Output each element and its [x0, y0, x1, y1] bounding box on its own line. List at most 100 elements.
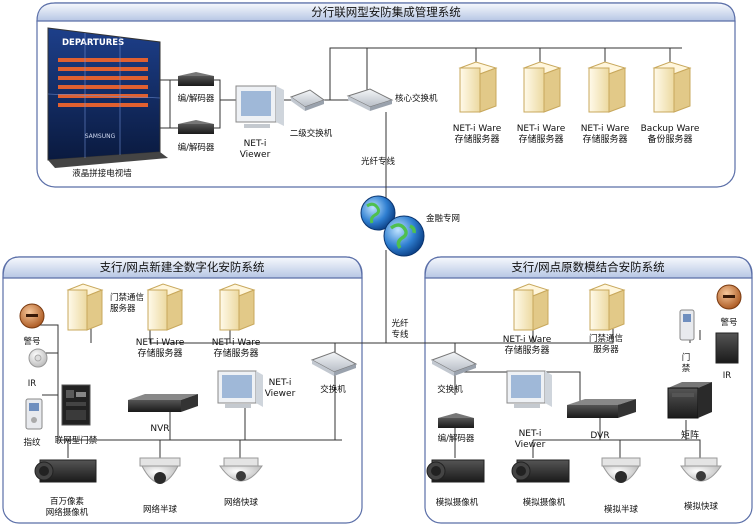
alarm-left-label: 警号: [23, 336, 40, 347]
ir-left: IR: [28, 348, 48, 389]
fiber-mid-label-1: 光纤: [391, 318, 409, 329]
fiber-mid-label-2: 专线: [391, 329, 409, 340]
matrix-label: 矩阵: [681, 429, 699, 441]
fingerprint-reader: 指纹: [23, 398, 43, 448]
access-controller: 联网型门禁: [55, 384, 98, 446]
nvr-left-label: NVR: [150, 424, 169, 434]
server-top-3-label-1: NET-i Ware: [581, 124, 630, 134]
nvr-left: NVR: [128, 394, 198, 434]
analog-camera-1: 模拟摄像机: [426, 459, 485, 508]
server-top-1: NET-i Ware 存储服务器: [453, 61, 502, 145]
panel-left-title: 支行/网点新建全数字化安防系统: [100, 260, 265, 274]
switch-right: 交换机: [430, 351, 478, 395]
server-left-door-label-2: 服务器: [110, 303, 136, 314]
panel-right: 支行/网点原数模结合安防系统: [424, 256, 753, 524]
panel-top: 分行联网型安防集成管理系统: [36, 2, 736, 188]
alarm-right: 警号: [716, 284, 742, 328]
viewer-left-label-2: Viewer: [265, 389, 296, 399]
analog-camera-2: 模拟摄像机: [511, 459, 570, 508]
server-top-2: NET-i Ware 存储服务器: [517, 61, 566, 145]
switch-core: 核心交换机: [346, 88, 438, 111]
analog-speed-label: 模拟快球: [684, 501, 719, 512]
codec-top-1-label: 编/解码器: [178, 93, 215, 104]
ir-right: IR: [715, 332, 739, 381]
server-left-door-label-1: 门禁通信: [110, 292, 145, 303]
server-top-2-label-2: 存储服务器: [518, 133, 563, 145]
fiber-top-label: 光纤专线: [361, 156, 396, 167]
server-right-store-label-1: NET-i Ware: [503, 335, 552, 345]
ir-right-label: IR: [723, 371, 732, 381]
viewer-right-label-2: Viewer: [515, 440, 546, 450]
alarm-right-label: 警号: [720, 317, 737, 328]
server-right-store-label-2: 存储服务器: [504, 344, 549, 356]
analog-dome-label: 模拟半球: [604, 504, 639, 515]
net-speed-dome: 网络快球: [219, 457, 263, 508]
panel-top-title: 分行联网型安防集成管理系统: [311, 5, 461, 19]
switch-left-label: 交换机: [320, 384, 346, 395]
switch-right-label: 交换机: [437, 384, 463, 395]
samsung-brand: SAMSUNG: [85, 133, 116, 140]
access-controller-label: 联网型门禁: [55, 435, 98, 446]
matrix-right: 矩阵: [667, 382, 712, 441]
door-label-2: 禁: [682, 364, 691, 374]
departures-header: DEPARTURES: [62, 38, 124, 48]
door-label-1: 门: [682, 352, 691, 363]
panel-right-title: 支行/网点原数模结合安防系统: [511, 260, 665, 274]
server-top-3-label-2: 存储服务器: [582, 133, 627, 145]
viewer-top-label-1: NET-i: [244, 139, 267, 149]
net-dome-label: 网络半球: [143, 504, 178, 515]
net-dome: 网络半球: [139, 457, 181, 515]
server-top-3: NET-i Ware 存储服务器: [581, 61, 630, 145]
mp-camera-label-2: 网络摄像机: [46, 507, 89, 518]
viewer-left: NET-i Viewer: [217, 370, 296, 408]
server-left-store-2-label-1: NET-i Ware: [212, 338, 261, 348]
server-left-store-2-label-2: 存储服务器: [213, 347, 258, 359]
codec-top-2-label: 编/解码器: [178, 142, 215, 153]
viewer-top-label-2: Viewer: [240, 150, 271, 160]
videowall-caption: 液晶拼接电视墙: [72, 168, 132, 179]
server-top-1-label-1: NET-i Ware: [453, 124, 502, 134]
switch-secondary: 二级交换机: [290, 89, 333, 139]
finance-net-label: 金融专网: [426, 213, 460, 224]
analog-camera-2-label: 模拟摄像机: [523, 497, 566, 508]
viewer-left-label-1: NET-i: [269, 378, 292, 388]
dvr-label: DVR: [590, 431, 609, 441]
switch-core-label: 核心交换机: [395, 93, 438, 104]
mp-camera-label-1: 百万像素: [50, 496, 85, 507]
dvr-right: DVR: [567, 399, 636, 441]
analog-camera-1-label: 模拟摄像机: [436, 497, 479, 508]
server-right-door: 门禁通信 服务器: [588, 283, 626, 355]
analog-dome: 模拟半球: [601, 457, 641, 515]
switch-secondary-label: 二级交换机: [290, 128, 333, 139]
server-top-1-label-2: 存储服务器: [454, 133, 499, 145]
server-left-store-2: NET-i Ware 存储服务器: [212, 283, 261, 359]
server-top-backup-label-1: Backup Ware: [641, 124, 700, 134]
fingerprint-label: 指纹: [23, 437, 41, 448]
viewer-right-label-1: NET-i: [519, 429, 542, 439]
mp-camera: 百万像素 网络摄像机: [34, 459, 97, 518]
server-right-store: NET-i Ware 存储服务器: [503, 283, 552, 356]
video-wall: DEPARTURES SAMSUNG 液晶拼接电视墙: [47, 27, 168, 179]
server-top-backup-label-2: 备份服务器: [647, 133, 692, 145]
codec-top-2: 编/解码器: [178, 120, 215, 153]
server-left-door: 门禁通信 服务器: [66, 283, 145, 331]
viewer-right: NET-i Viewer: [506, 370, 552, 450]
server-right-door-label-1: 门禁通信: [589, 333, 624, 344]
codec-right: 编/解码器: [438, 413, 475, 444]
server-top-2-label-1: NET-i Ware: [517, 124, 566, 134]
viewer-top: NET-i Viewer: [235, 85, 284, 160]
door-reader-right: 门 禁: [679, 309, 695, 374]
globe-icon: [360, 195, 425, 257]
server-top-backup: Backup Ware 备份服务器: [641, 61, 700, 145]
codec-right-label: 编/解码器: [438, 433, 475, 444]
server-left-store-1: NET-i Ware 存储服务器: [136, 283, 185, 359]
codec-top-1: 编/解码器: [178, 72, 215, 104]
switch-left: 交换机: [310, 351, 358, 395]
server-left-store-1-label-2: 存储服务器: [137, 347, 182, 359]
analog-speed-dome: 模拟快球: [680, 457, 722, 512]
net-speed-label: 网络快球: [224, 497, 259, 508]
ir-left-label: IR: [28, 379, 37, 389]
alarm-left: 警号: [19, 303, 45, 347]
server-right-door-label-2: 服务器: [593, 344, 619, 355]
